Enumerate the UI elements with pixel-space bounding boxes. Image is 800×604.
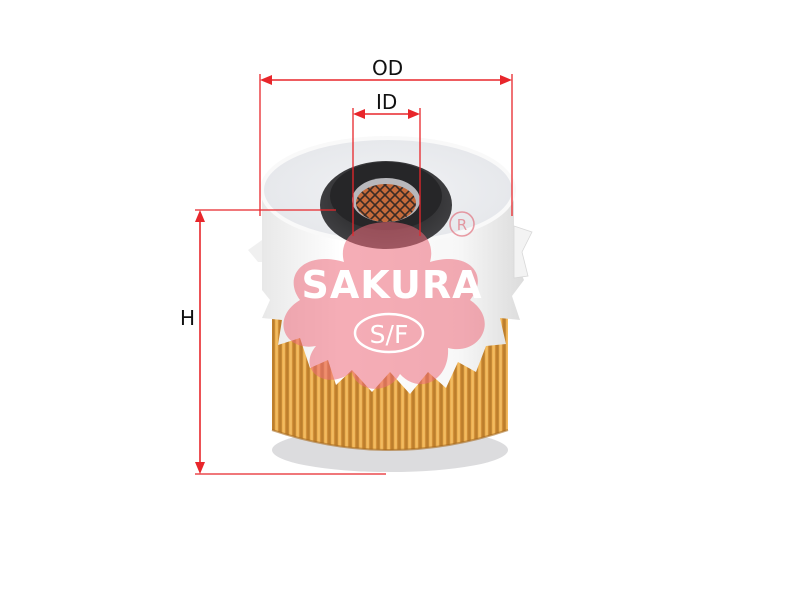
od-label: OD bbox=[372, 56, 404, 80]
registered-mark: R bbox=[449, 211, 475, 237]
brand-wordmark: SAKURA bbox=[301, 263, 482, 307]
svg-text:S/F: S/F bbox=[370, 320, 409, 349]
h-label: H bbox=[180, 306, 196, 330]
dimension-od bbox=[259, 74, 513, 216]
dimension-id bbox=[352, 108, 421, 236]
brand-mark-oval: S/F bbox=[353, 312, 425, 354]
id-label: ID bbox=[376, 90, 398, 114]
dimension-h bbox=[195, 209, 386, 475]
svg-text:R: R bbox=[457, 216, 467, 234]
brand-watermark bbox=[283, 222, 485, 389]
